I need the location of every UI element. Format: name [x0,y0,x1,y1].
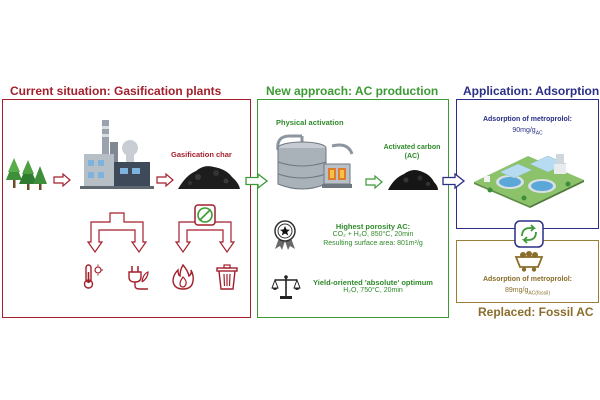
physical-activation-label: Physical activation [276,118,344,127]
arrow-right-icon [156,172,174,188]
highest-porosity-label: Highest porosity AC: [335,222,411,231]
heat-icon [82,264,104,290]
arrow-right-icon [365,174,383,190]
gasification-char-label: Gasification char [171,150,232,159]
arrow-right-icon [53,172,71,188]
branch-arrow-icon [86,212,148,256]
replaced-adsorption-value-row: 89mg/gAC(fossil) [460,287,595,297]
swap-icon [514,220,544,248]
application-adsorption-label: Adsorption of metroprolol: [482,116,573,123]
activated-carbon-label: Activated carbon (AC) [378,144,446,162]
trees-icon [4,158,48,190]
char-pile-icon [176,161,242,191]
activated-carbon-text: Activated carbon [383,144,441,151]
highest-porosity-block: Highest porosity AC: CO₂ + H₂O, 850°C, 2… [298,222,448,249]
trash-bin-icon [216,264,238,290]
yield-optimum-label: Yield-oriented 'absolute' optimum [313,278,433,287]
condition-1-text: CO₂ + H₂O, 850°C, 20min [332,231,414,239]
arrow-right-icon [245,172,269,190]
replaced-adsorption-label: Adsorption of metroprolol: [482,276,573,283]
rotary-kiln-icon [272,132,360,194]
application-adsorption-value: 90mg/g [512,126,536,134]
power-plug-icon [126,264,150,290]
mining-cart-icon [514,250,544,272]
current-situation-box [2,99,251,318]
branch-arrow-icon [174,212,236,256]
replaced-adsorption-subscript: AC(fossil) [528,290,551,297]
replaced-title: Replaced: Fossil AC [478,305,594,319]
application-adsorption-value-row: 90mg/gAC [460,127,595,137]
no-use-icon [194,204,216,226]
condition-2-text: H₂O, 750°C, 20min [343,287,403,295]
application-adsorption-block: Adsorption of metroprolol: 90mg/gAC [460,116,595,136]
arrow-right-icon [442,172,466,190]
award-badge-icon [272,220,298,250]
activated-carbon-pile-icon [386,166,440,192]
application-title: Application: Adsorption [463,84,600,98]
current-situation-title: Current situation: Gasification plants [10,84,222,98]
balance-scale-icon [271,274,301,300]
replaced-adsorption-block: Adsorption of metroprolol: 89mg/gAC(foss… [460,276,595,296]
new-approach-title: New approach: AC production [266,84,439,98]
water-treatment-plant-icon [470,142,588,208]
gasification-plant-icon [80,118,154,190]
surface-area-text: Resulting surface area: 801m²/g [323,240,423,248]
replaced-adsorption-value: 89mg/g [504,286,529,294]
ac-text: (AC) [404,152,420,160]
new-approach-box [257,99,449,318]
fire-icon [172,263,194,290]
application-adsorption-subscript: AC [535,130,543,137]
yield-optimum-block: Yield-oriented 'absolute' optimum H₂O, 7… [298,278,448,296]
